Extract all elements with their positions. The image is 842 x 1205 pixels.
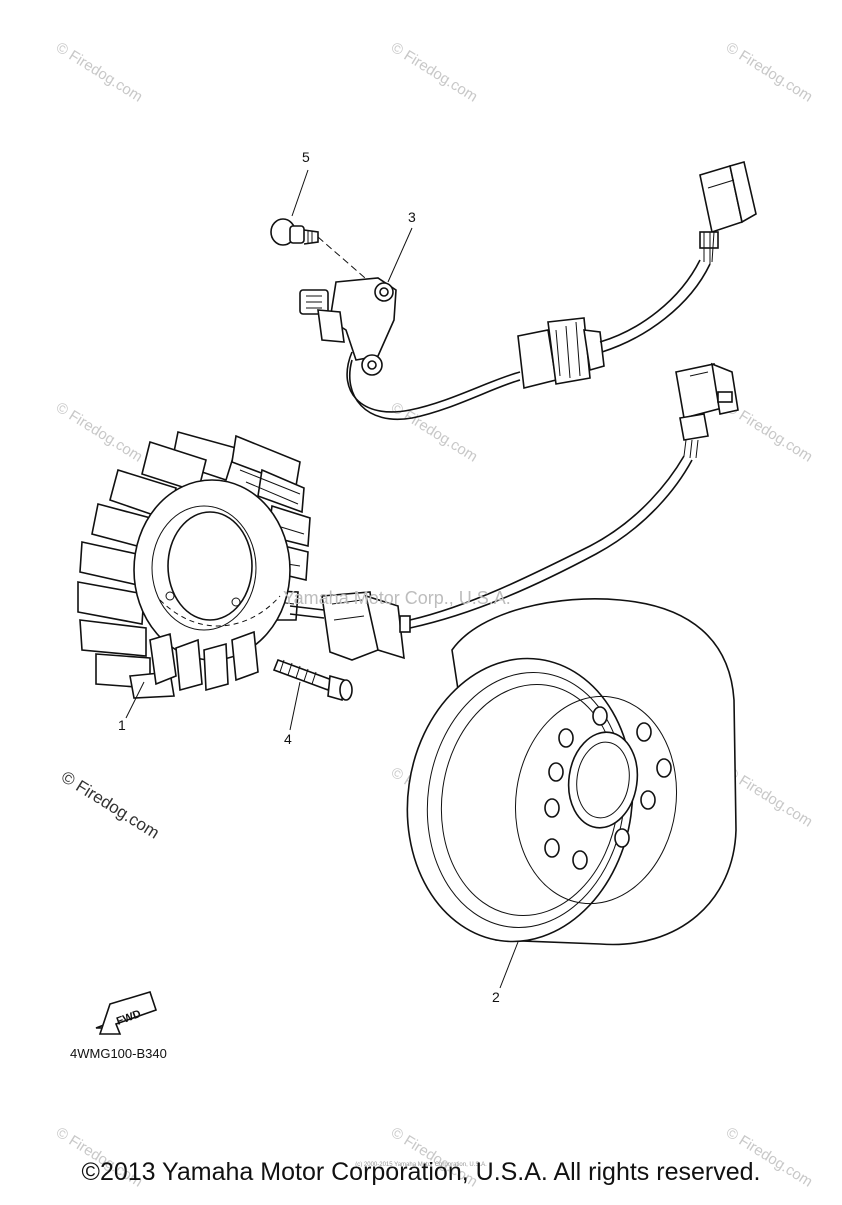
watermark: © Firedog.com [388, 399, 481, 466]
watermark: © Firedog.com [388, 39, 481, 106]
callout-2-leader [499, 941, 519, 989]
callout-1: 1 [118, 717, 126, 733]
copyright-notice: ©2013 Yamaha Motor Corporation, U.S.A. A… [81, 1158, 761, 1186]
part-4-bolt[interactable] [272, 658, 353, 702]
watermark: © Firedog.com [53, 39, 146, 106]
callout-5-leader [291, 169, 309, 217]
wire-grommet [517, 317, 605, 389]
callout-4: 4 [284, 731, 292, 747]
part-1-stator[interactable] [77, 431, 311, 699]
callout-3: 3 [408, 209, 416, 225]
bolt-5-guide-line [317, 236, 373, 285]
pickup-coil-lead [346, 351, 521, 413]
callout-2: 2 [492, 989, 500, 1005]
callout-4-leader [289, 681, 301, 731]
fwd-arrow: FWD [95, 991, 158, 1035]
pickup-coil-lead [348, 359, 521, 421]
stator-lead [409, 455, 685, 621]
pickup-coil-lead [599, 259, 701, 343]
pickup-coil-connector[interactable] [699, 160, 757, 264]
watermark: © Firedog.com [723, 764, 816, 831]
callout-3-leader [387, 227, 413, 283]
stator-lead-connector[interactable] [675, 362, 739, 459]
tiny-credit: (c) 2000-2015 Yamaha Motor Corporation, … [355, 1162, 487, 1168]
stator-connector[interactable] [289, 591, 411, 661]
pickup-coil-lead [601, 263, 711, 353]
part-2-rotor[interactable] [389, 597, 737, 956]
part-3-pickup-coil[interactable] [299, 277, 397, 376]
stator-lead [409, 459, 693, 629]
diagram-code: 4WMG100-B340 [70, 1046, 167, 1061]
center-watermark: Yamaha Motor Corp., U.S.A. [283, 588, 511, 608]
watermark: © Firedog.com [53, 399, 146, 466]
firedog-credit: © Firedog.com [58, 767, 163, 842]
part-5-bolt[interactable] [270, 218, 319, 246]
watermark: © Firedog.com [723, 39, 816, 106]
callout-5: 5 [302, 149, 310, 165]
callout-1-leader [125, 681, 145, 719]
